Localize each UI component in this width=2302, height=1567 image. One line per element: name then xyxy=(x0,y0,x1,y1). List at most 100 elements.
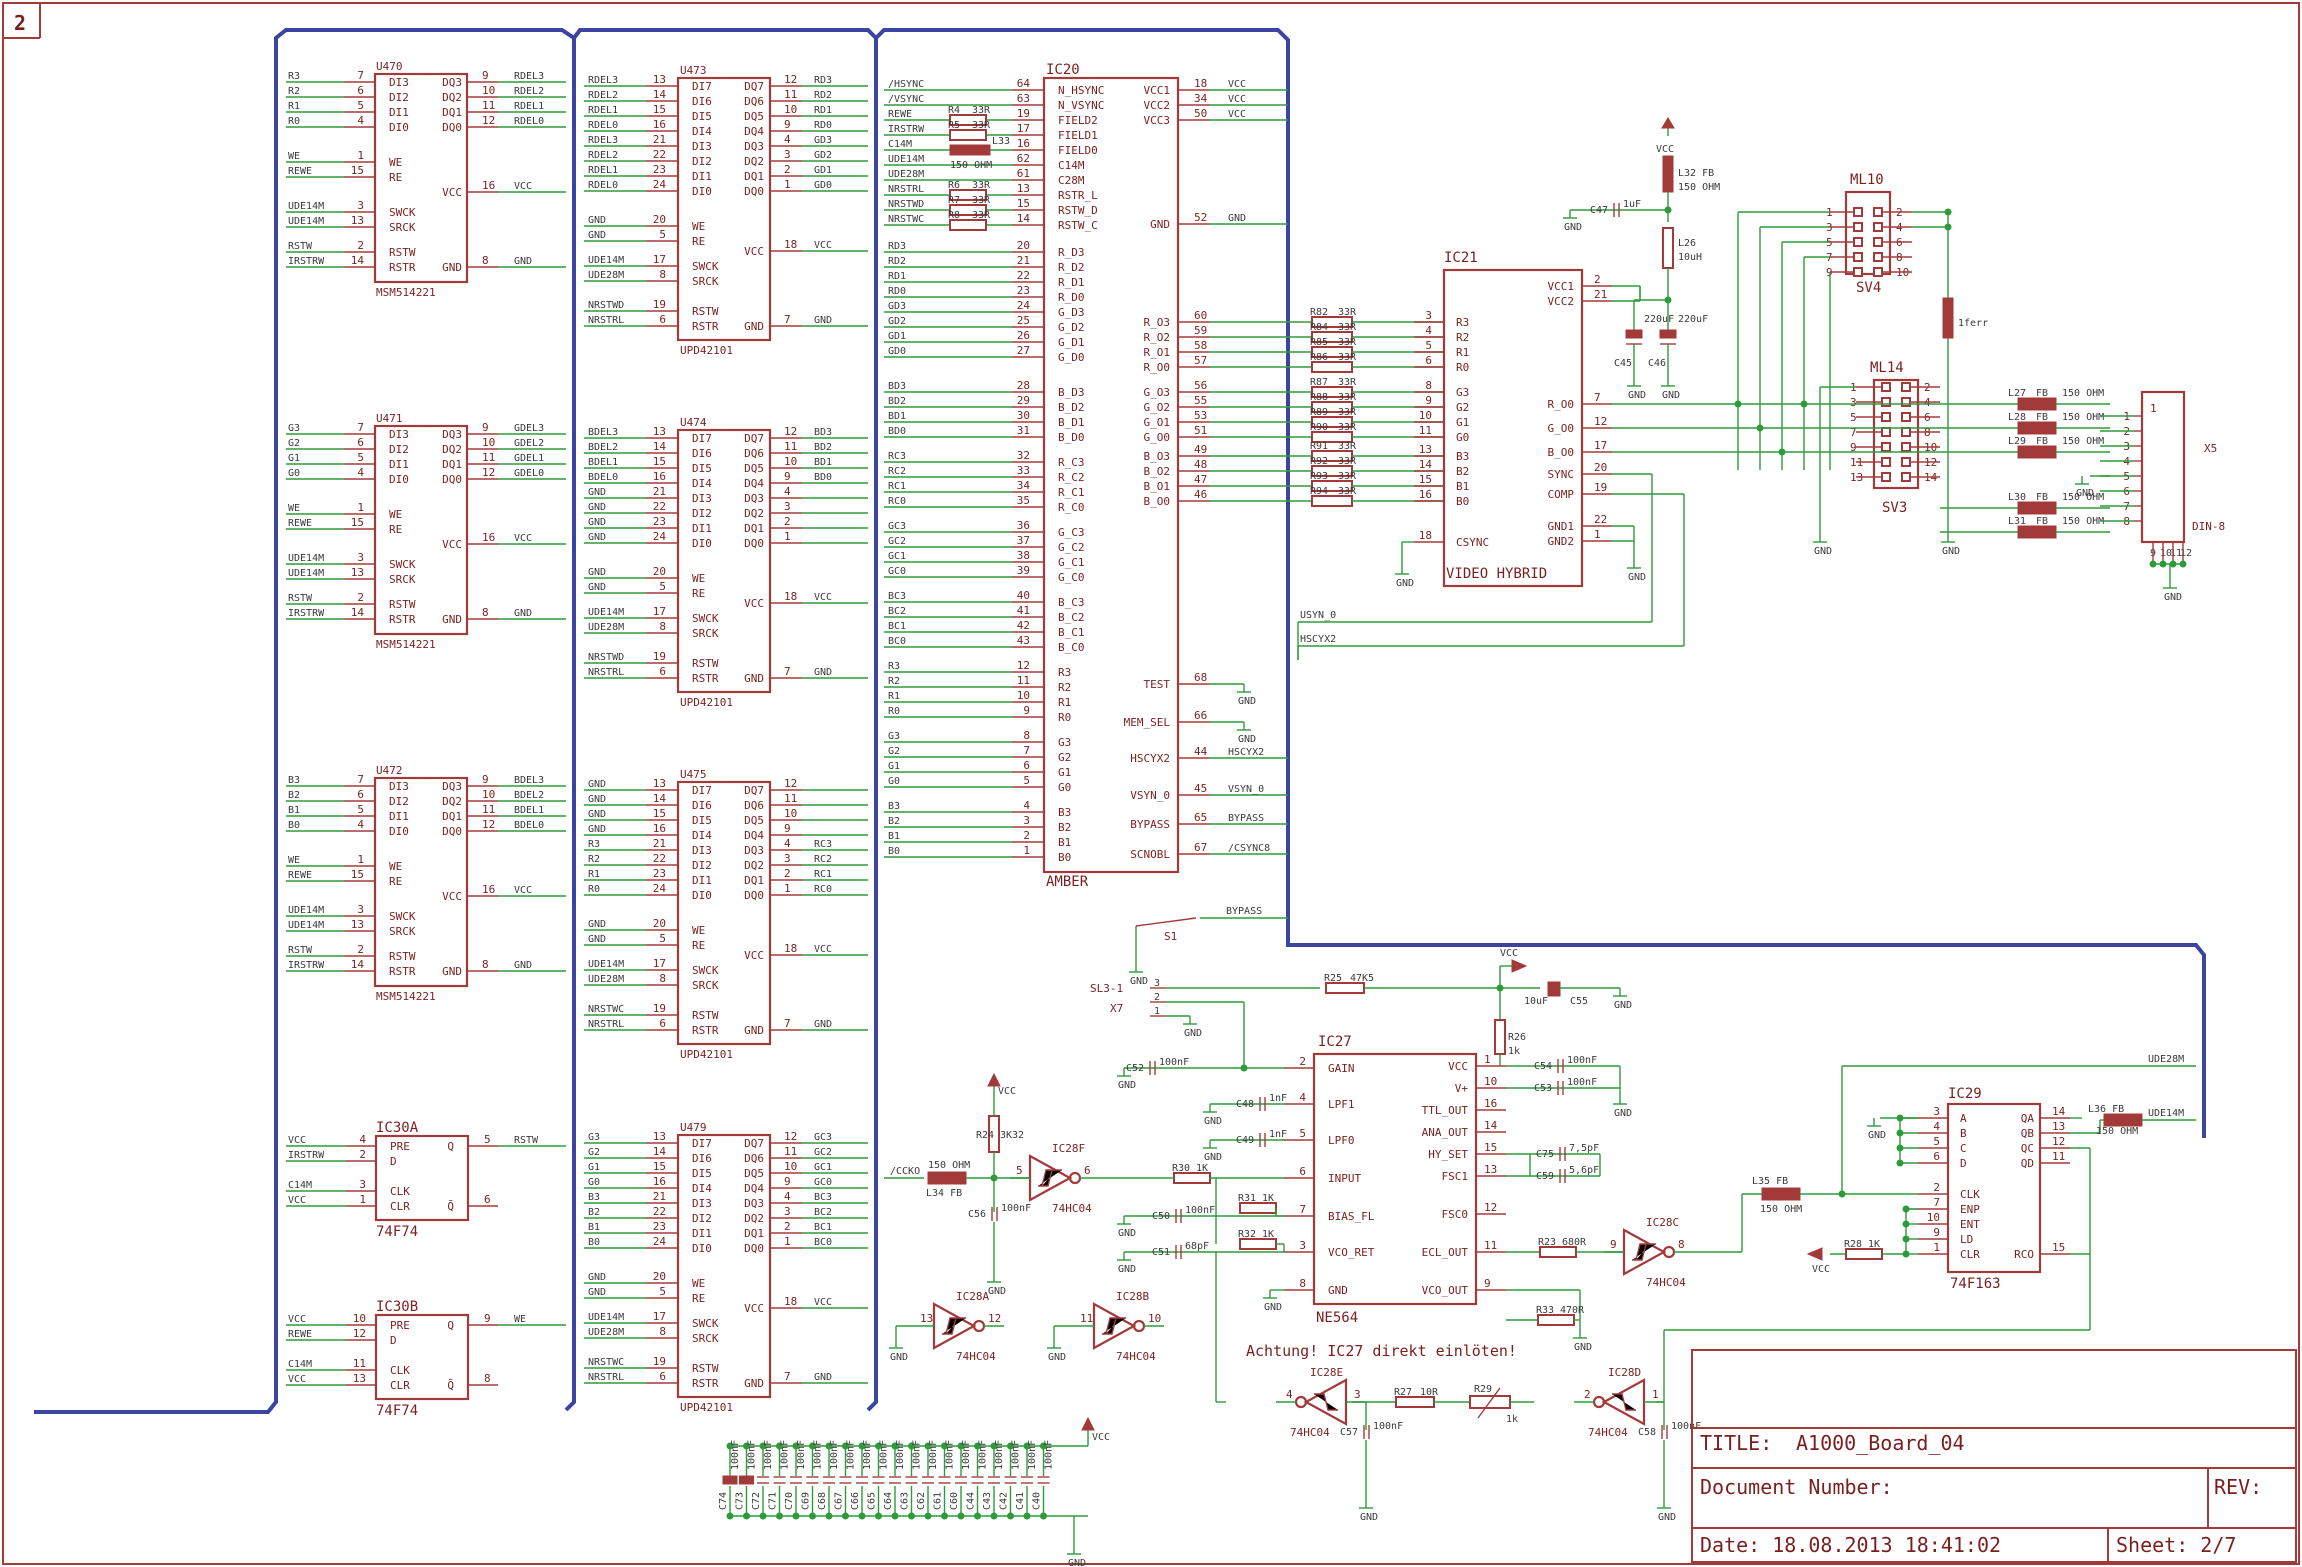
switch-ref: S1 xyxy=(1164,930,1177,943)
net-label: RDEL1 xyxy=(588,105,618,116)
ground-label: GND xyxy=(890,1352,908,1363)
pin-number: 3 xyxy=(1154,978,1160,989)
chip-ref: IC30A xyxy=(376,1120,419,1136)
pin-name: DQ0 xyxy=(442,825,462,838)
net-label: VCC xyxy=(288,1195,306,1206)
upd42101-group: U473UPD4210113DI7RDEL314DI6RDEL215DI5RDE… xyxy=(584,64,868,1414)
title-value: A1000_Board_04 xyxy=(1796,1431,1965,1455)
pin-number: 6 xyxy=(659,313,666,326)
pin-number: 13 xyxy=(1419,443,1432,456)
resistor-ref: R33 xyxy=(1536,1305,1554,1316)
pin-number: 18 xyxy=(784,942,797,955)
pin-number: 46 xyxy=(1194,488,1207,501)
document-number-label: Document Number: xyxy=(1700,1475,1893,1499)
net-label: RD0 xyxy=(888,286,906,297)
capacitor-value: 100nF xyxy=(1185,1205,1215,1216)
pin-number: 45 xyxy=(1194,782,1207,795)
pin-number: 2 xyxy=(1584,1388,1591,1401)
pin-name: BIAS_FL xyxy=(1328,1210,1375,1223)
net-label: UDE14M xyxy=(588,607,624,618)
resistor-value: 33R xyxy=(1338,352,1357,363)
pin-number: 17 xyxy=(1594,439,1607,452)
connector-pin xyxy=(1853,207,1863,217)
ferrite-value: 150 OHM xyxy=(928,1160,970,1171)
ferrite-value: 150 OHM xyxy=(2062,492,2104,503)
pin-number: 5 xyxy=(1299,1127,1306,1140)
flipflop-body xyxy=(374,1313,470,1401)
pin-number: 21 xyxy=(1017,254,1030,267)
connector-ref: SL3-1 xyxy=(1090,982,1123,995)
pin-number: 17 xyxy=(1017,122,1030,135)
pin-number: 14 xyxy=(1017,212,1031,225)
net-label: GND xyxy=(588,919,606,930)
net-label: GND xyxy=(588,517,606,528)
connector-pin xyxy=(1881,427,1891,437)
pin-name: Q xyxy=(447,1140,454,1153)
ground-label: GND xyxy=(1264,1302,1282,1313)
junction-dot xyxy=(1902,1205,1910,1213)
pin-name: DI1 xyxy=(692,522,712,535)
net-label: R0 xyxy=(888,706,900,717)
pin-name: VCC1 xyxy=(1548,280,1575,293)
inverter-part: 74HC04 xyxy=(1588,1426,1628,1439)
ground-label: GND xyxy=(1628,390,1646,401)
pin-name: PRE xyxy=(390,1319,410,1332)
pin-number: 4 xyxy=(784,133,791,146)
pin-number: 8 xyxy=(1299,1277,1306,1290)
pin-number: 6 xyxy=(659,1370,666,1383)
pin-name: DQ0 xyxy=(442,473,462,486)
pin-number: 5 xyxy=(659,228,666,241)
ground-label: GND xyxy=(1942,546,1960,557)
pin-name: DI0 xyxy=(389,473,409,486)
resistor-value: 3K32 xyxy=(1000,1130,1024,1141)
pin-name: B_C3 xyxy=(1058,596,1085,609)
decoupling-cap-value: 100nF xyxy=(912,1440,923,1470)
pin-number: 6 xyxy=(484,1193,491,1206)
pin-name: DI0 xyxy=(389,121,409,134)
pin-name: R_O2 xyxy=(1144,331,1171,344)
pin-number: 4 xyxy=(1933,1120,1940,1133)
sheet-marker: 2 xyxy=(14,11,26,35)
ground-label: GND xyxy=(1118,1264,1136,1275)
pin-number: 11 xyxy=(353,1357,366,1370)
net-label: RDEL0 xyxy=(514,116,544,127)
inverter-ref: IC28C xyxy=(1646,1216,1679,1229)
net-label: R3 xyxy=(588,839,600,850)
ground-label: GND xyxy=(1658,1512,1676,1523)
pin-number: 14 xyxy=(653,792,667,805)
pin-number: 13 xyxy=(653,425,666,438)
resistor-value: 1K xyxy=(1262,1229,1274,1240)
net-label: G3 xyxy=(288,423,300,434)
resistor xyxy=(949,219,987,231)
pin-name: VCC2 xyxy=(1144,99,1171,112)
pin-number: 5 xyxy=(484,1133,491,1146)
resistor-ref: R6 xyxy=(948,180,960,191)
net-label: G1 xyxy=(888,761,900,772)
ground-label: GND xyxy=(1360,1512,1378,1523)
pin-name: C28M xyxy=(1058,174,1085,187)
net-label: VCC xyxy=(514,181,532,192)
pin-name: DI3 xyxy=(692,844,712,857)
pin-number: 11 xyxy=(482,451,495,464)
pin-number: 9 xyxy=(482,773,489,786)
pin-name: GND xyxy=(744,1377,764,1390)
net-label: BC0 xyxy=(814,1237,832,1248)
pin-name: B_C1 xyxy=(1058,626,1085,639)
decoupling-cap-value: 100nF xyxy=(796,1440,807,1470)
capacitor-value: 1nF xyxy=(1269,1093,1287,1104)
pin-number: 16 xyxy=(482,179,495,192)
pin-number: 18 xyxy=(1419,529,1432,542)
pin-number: 8 xyxy=(659,1325,666,1338)
net-label: BDEL0 xyxy=(514,820,544,831)
decoupling-cap-ref: C43 xyxy=(982,1492,993,1510)
pin-number: 4 xyxy=(1286,1388,1293,1401)
pin-number: 15 xyxy=(1419,473,1432,486)
pin-number: 10 xyxy=(1148,1312,1161,1325)
capacitor-ref: C49 xyxy=(1236,1135,1254,1146)
pin-number: 10 xyxy=(353,1312,366,1325)
resistor-value: 33R xyxy=(1338,422,1357,433)
junction-dot xyxy=(1734,400,1742,408)
pin-number: 7 xyxy=(357,69,364,82)
vcc-label: VCC xyxy=(1656,144,1674,155)
pin-number: 1 xyxy=(1933,1241,1940,1254)
